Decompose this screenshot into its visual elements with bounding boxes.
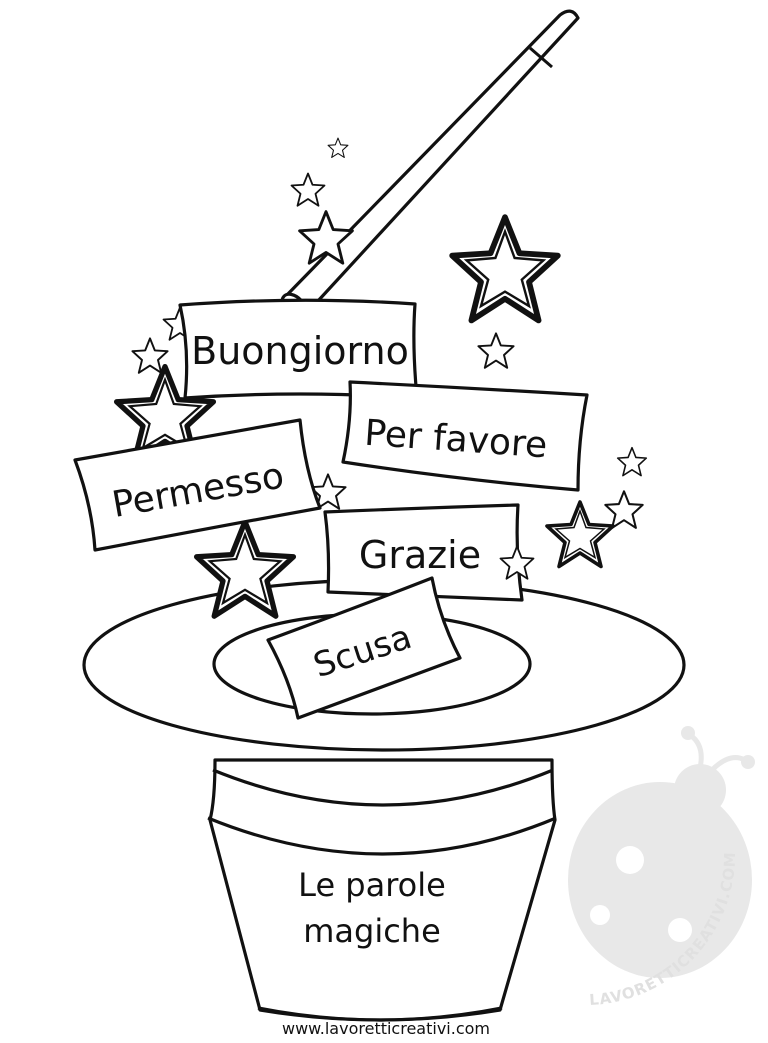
hat-title-line2: magiche: [303, 912, 441, 950]
star-icon: [604, 490, 644, 529]
watermark-ladybug-icon: [568, 726, 755, 978]
card-scusa: Scusa: [266, 576, 462, 720]
star-icon: [449, 214, 561, 324]
star-icon: [545, 500, 615, 569]
star-icon: [193, 518, 297, 619]
card-per-favore: Per favore: [341, 380, 589, 492]
footer-url: www.lavoretticreativi.com: [282, 1019, 490, 1038]
star-icon: [477, 332, 515, 369]
card-label: Grazie: [359, 533, 481, 577]
card-label: Buongiorno: [191, 329, 409, 373]
star-icon: [499, 545, 535, 580]
card-permesso: Permesso: [73, 418, 322, 552]
star-icon: [309, 473, 347, 510]
star-icon: [616, 446, 648, 477]
star-icon: [290, 172, 326, 207]
star-icon: [113, 363, 217, 464]
star-icon: [327, 137, 349, 158]
card-grazie: Grazie: [323, 503, 524, 602]
card-buongiorno: Buongiorno: [178, 298, 419, 400]
hat-title-line1: Le parole: [298, 866, 446, 904]
star-icon: [131, 337, 169, 374]
star-icon: [298, 210, 354, 265]
